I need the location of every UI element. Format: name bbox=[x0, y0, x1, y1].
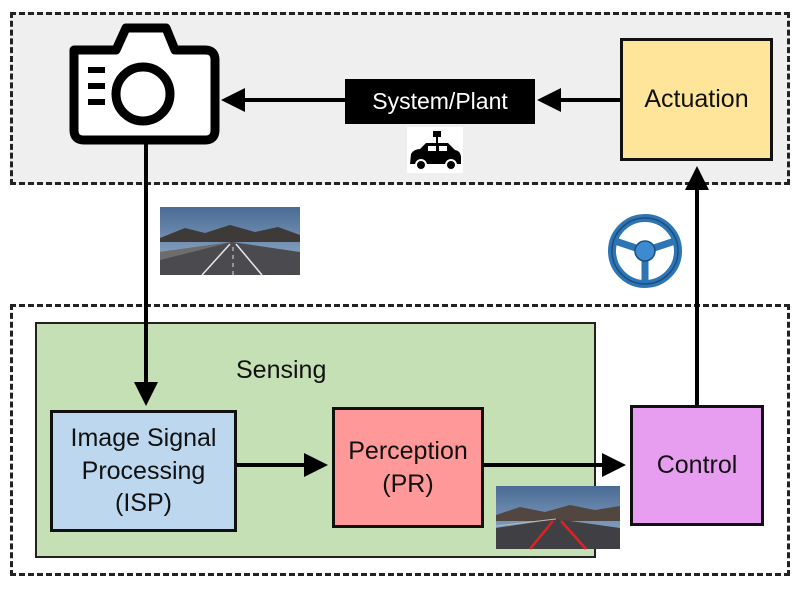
isp-label: Image Signal Processing (ISP) bbox=[70, 424, 217, 518]
isp-block[interactable]: Image Signal Processing (ISP) bbox=[50, 410, 237, 532]
perception-block[interactable]: Perception (PR) bbox=[332, 407, 484, 528]
actuation-block[interactable]: Actuation bbox=[620, 38, 773, 161]
system-plant-block[interactable]: System/Plant bbox=[345, 79, 535, 124]
perception-label: Perception (PR) bbox=[348, 437, 468, 498]
road-image-raw-icon bbox=[160, 207, 300, 276]
control-block[interactable]: Control bbox=[630, 405, 764, 526]
system-plant-label: System/Plant bbox=[372, 88, 508, 114]
road-image-lanes-icon bbox=[495, 486, 620, 550]
car-icon bbox=[407, 127, 463, 173]
actuation-label: Actuation bbox=[644, 85, 749, 114]
control-label: Control bbox=[656, 451, 738, 480]
sensing-label: Sensing bbox=[236, 356, 327, 384]
camera-icon bbox=[69, 23, 220, 145]
steering-wheel-icon bbox=[608, 214, 682, 288]
